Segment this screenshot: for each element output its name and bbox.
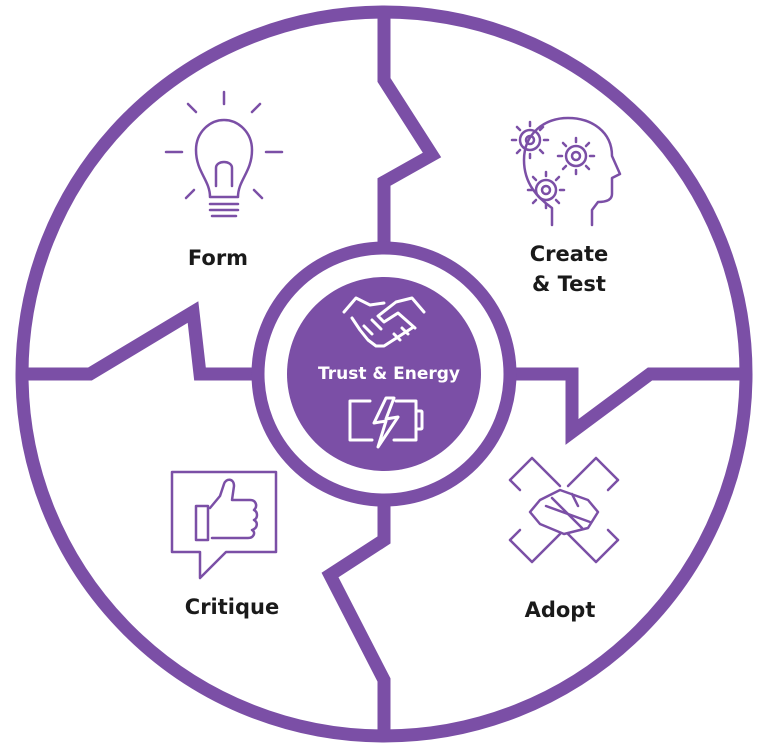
divider-right xyxy=(516,367,746,445)
lightbulb-icon xyxy=(164,90,284,218)
create-label-line2: & Test xyxy=(532,272,606,296)
divider-bottom xyxy=(321,506,391,736)
form-label: Form xyxy=(188,246,248,270)
team-hands-icon xyxy=(508,456,620,564)
divider-left xyxy=(22,301,252,381)
center-label: Trust & Energy xyxy=(318,364,460,384)
critique-label: Critique xyxy=(185,595,279,619)
battery-charging-icon xyxy=(348,396,424,449)
adopt-label: Adopt xyxy=(525,598,596,622)
center-disc xyxy=(287,277,481,471)
head-gears-icon xyxy=(510,116,622,227)
handshake-icon xyxy=(342,296,426,348)
inner-ring xyxy=(251,241,517,507)
divider-top xyxy=(377,12,442,242)
create-label-line1: Create xyxy=(530,242,608,266)
thumbs-up-speech-bubble-icon xyxy=(170,470,278,580)
